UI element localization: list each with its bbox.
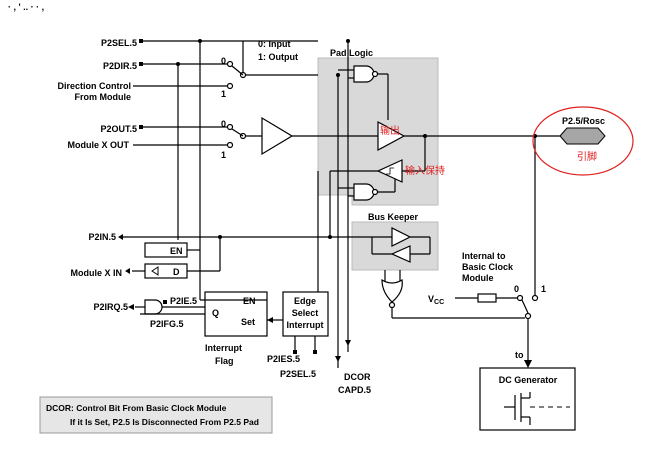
io-legend-output: 1: Output [258,52,298,62]
ff-en-label: EN [243,296,256,306]
edge-label-1: Edge [294,296,316,306]
vcc-label: VCC [428,294,444,306]
p2irq5-label: P2IRQ.5 [93,302,128,312]
p2in5-label: P2IN.5 [88,232,116,242]
dir-control-label: Direction Control [58,81,132,91]
edge-label-3: Interrupt [287,320,324,330]
dc-generator-label: DC Generator [499,375,558,385]
pad-output-driver [377,120,406,152]
interrupt-flag-label-2: Flag [215,356,234,366]
annotation-output: 输出 [380,124,400,137]
p2in5-arrow [118,234,123,240]
pad-and-gate-bottom [353,183,375,201]
module-x-in-arrow [125,268,130,274]
dcor-note-box [39,396,273,434]
from-module-label: From Module [75,92,132,102]
p2dir5-terminal [139,62,143,66]
p2dir5-label: P2DIR.5 [103,61,137,71]
dc-generator-transistor-icon [504,392,570,425]
p2ie5-label: P2IE.5 [170,296,197,306]
to-label: to [515,350,524,360]
note-line-2: If it Is Set, P2.5 Is Disconnected From … [70,417,259,427]
annotation-pin: 引脚 [577,150,597,163]
ff-set-label: Set [241,317,255,327]
latch-en-label: EN [170,246,183,256]
pin-name-label: P2.5/Rosc [562,116,605,126]
p2out5-terminal [139,125,143,129]
bus-keeper-or-gate [381,278,403,303]
bus-keeper-title: Bus Keeper [368,212,419,222]
latch-d-triangle [151,266,159,276]
switch-0-label: 0 [514,284,519,294]
edge-label-2: Select [292,308,319,318]
mux2-input-1: 1 [221,150,226,160]
p2sel5-label: P2SEL.5 [101,38,137,48]
output-buffer [261,116,294,156]
mux1-input-0: 0 [221,56,226,66]
pullup-resistor [477,293,497,303]
vcc-sub: CC [434,299,444,306]
dc-generator-box [479,367,576,431]
internal-label-3: Module [462,273,494,283]
pin-pad-hexagon [559,127,606,145]
to-dc-gen-arrow [524,360,532,368]
module-x-out-label: Module X OUT [68,140,130,150]
interrupt-flag-ff [204,291,268,337]
irq-and-gate [144,299,163,315]
annotation-input-hold: 输入保持 [405,164,445,177]
module-x-in-label: Module X IN [71,268,123,278]
internal-label-1: Internal to [462,251,506,261]
pad-and-gate-top [353,65,375,83]
pin-highlight-circle [532,106,634,176]
dcor-label: DCOR [344,372,371,382]
switch-1-label: 1 [541,284,546,294]
ff-q-label: Q [212,308,219,318]
p2ifg5-label: P2IFG.5 [150,319,184,329]
edge-select-box [282,291,329,337]
io-legend-input: 0: Input [258,39,291,49]
cropped-header-text: · , ' .. · · , [8,2,44,12]
interrupt-flag-label-1: Interrupt [205,343,242,353]
vcc-v: V [428,294,434,304]
p2out5-label: P2OUT.5 [100,124,137,134]
p2ies5-label: P2IES.5 [267,354,300,364]
note-line-1: DCOR: Control Bit From Basic Clock Modul… [46,403,227,413]
capd5-label: CAPD.5 [338,385,371,395]
mux2-input-0: 0 [221,119,226,129]
latch-d-label: D [173,267,180,277]
p2sel5-terminal [139,39,143,43]
pad-logic-title: Pad Logic [330,48,373,58]
internal-label-2: Basic Clock [462,262,514,272]
p2sel5-bottom-label: P2SEL.5 [280,369,316,379]
mux1-input-1: 1 [221,89,226,99]
